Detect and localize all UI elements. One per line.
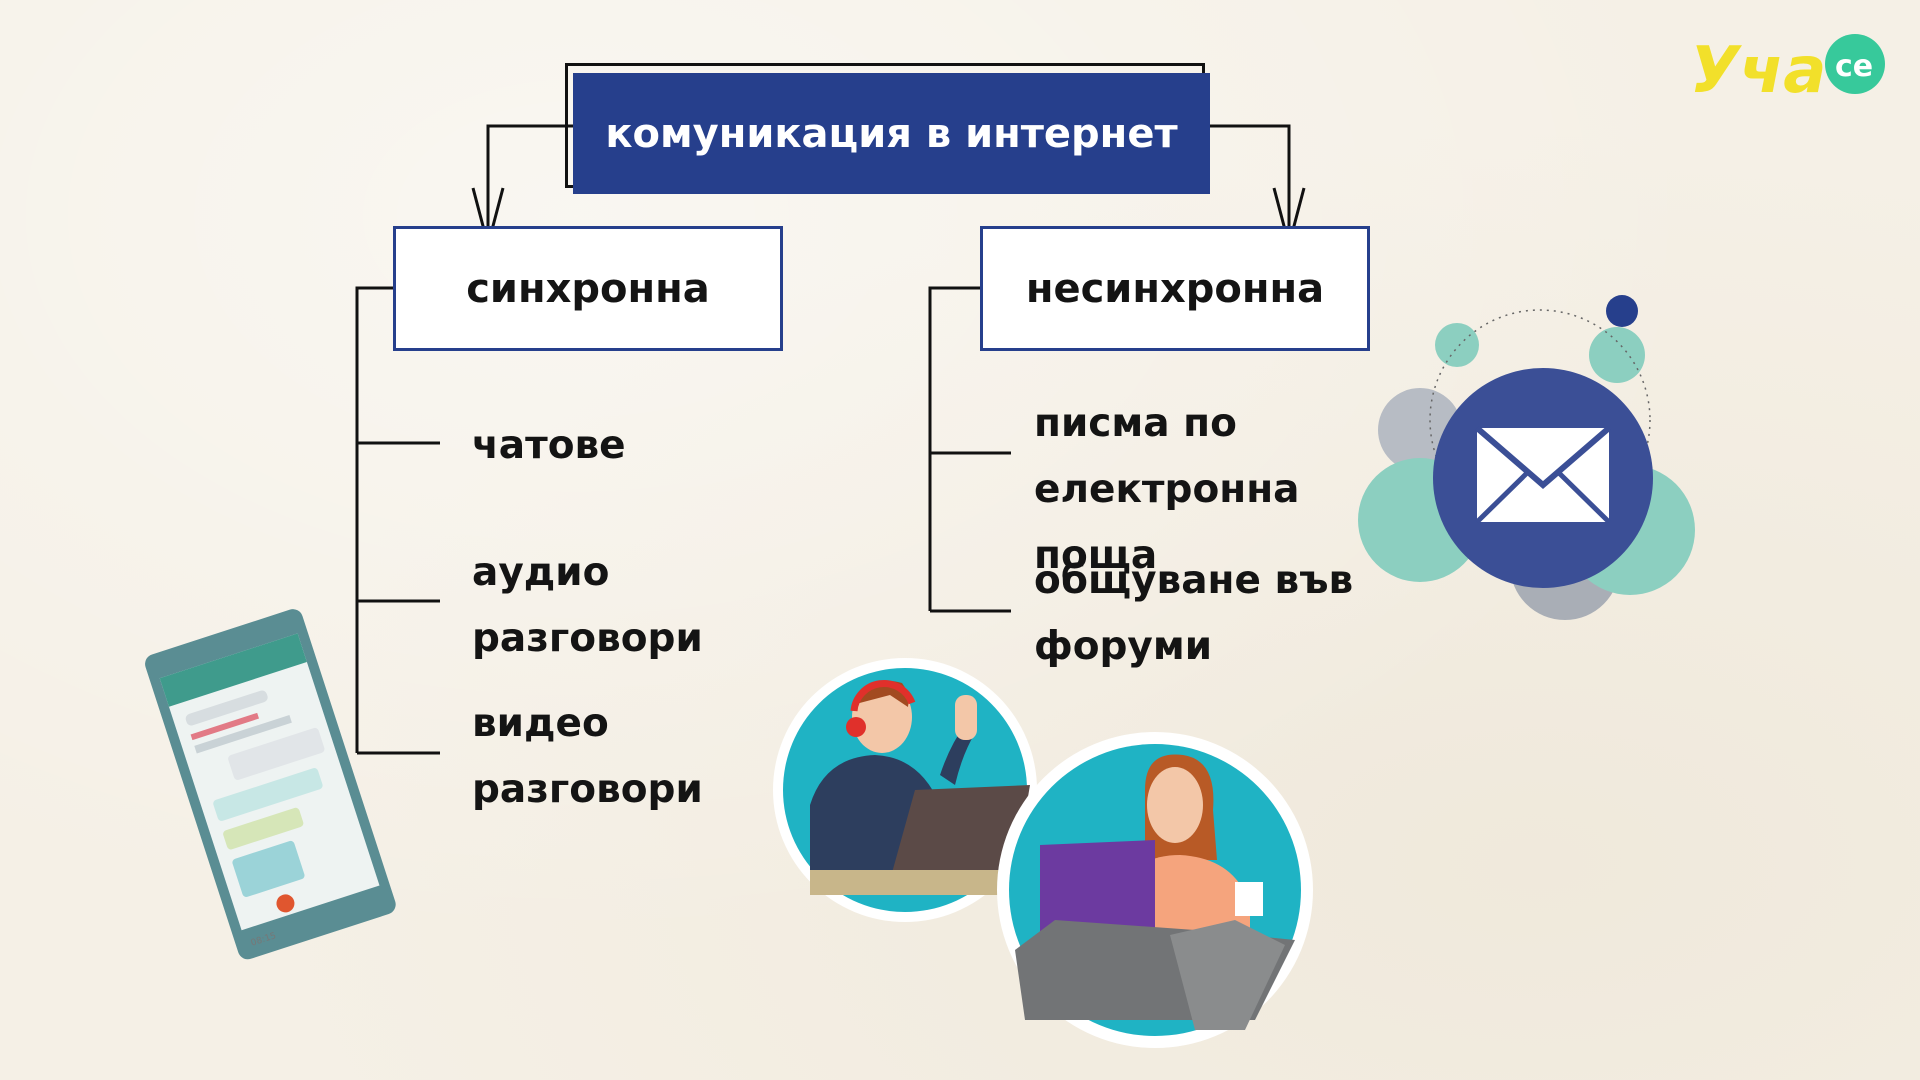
async-item-email: писма по електронна поща bbox=[1034, 401, 1300, 578]
sync-item-audio: аудио разговори bbox=[472, 550, 703, 661]
branch-async: несинхронна bbox=[980, 226, 1370, 351]
svg-text:Уча: Уча bbox=[1690, 34, 1826, 108]
woman-with-laptop-icon bbox=[1015, 754, 1295, 1030]
branch-sync: синхронна bbox=[393, 226, 783, 351]
woman-illustration bbox=[997, 732, 1313, 1048]
envelope-illustration bbox=[1358, 295, 1695, 620]
diagram-title: комуникация в интернет bbox=[573, 73, 1210, 194]
man-with-headset-icon bbox=[810, 680, 1030, 895]
svg-text:се: се bbox=[1835, 49, 1873, 84]
smartphone-illustration: 08:15 bbox=[145, 609, 396, 960]
envelope-icon bbox=[1475, 425, 1611, 524]
sync-item-video: видео разговори bbox=[472, 701, 703, 812]
man-illustration bbox=[773, 658, 1037, 922]
ucha-se-logo: Уча се bbox=[1690, 22, 1900, 112]
smartphone-icon: 08:15 bbox=[145, 609, 396, 960]
sync-item-chats: чатове bbox=[472, 423, 626, 468]
async-item-forums: общуване във форуми bbox=[1034, 558, 1354, 669]
